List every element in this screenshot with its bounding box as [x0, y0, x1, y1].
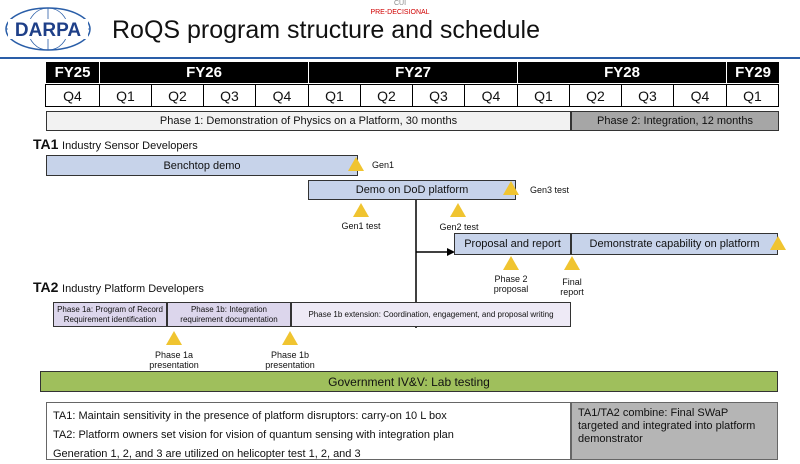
phase2-proposal-label: Phase 2 proposal	[486, 274, 536, 294]
ta2-name: Industry Platform Developers	[62, 283, 204, 295]
page-title: RoQS program structure and schedule	[112, 16, 540, 44]
fy29-cell: FY29	[727, 62, 779, 83]
logo-text: DARPA	[15, 20, 81, 41]
note-ta1: TA1: Maintain sensitivity in the presenc…	[53, 410, 447, 422]
quarter-cell: Q1	[308, 84, 361, 107]
pre-decisional-label: PRE-DECISIONAL	[370, 9, 430, 16]
phase1b-bar: Phase 1b: Integration requirement docume…	[167, 302, 291, 327]
ta2-tag: TA2	[33, 279, 59, 295]
dod-platform-demo-bar: Demo on DoD platform	[308, 180, 516, 200]
phase1b-pres-line2: presentation	[265, 360, 315, 370]
quarter-cell: Q1	[726, 84, 779, 107]
phase1-bar: Phase 1: Demonstration of Physics on a P…	[46, 111, 571, 131]
ta1-tag: TA1	[33, 136, 59, 152]
quarter-cell: Q2	[569, 84, 622, 107]
darpa-logo: DARPA	[4, 6, 92, 52]
note-generations: Generation 1, 2, and 3 are utilized on h…	[53, 448, 361, 460]
title-divider	[0, 57, 800, 59]
gen1-test-milestone-icon	[353, 203, 369, 217]
phase2-proposal-line1: Phase 2	[494, 274, 528, 284]
cui-label: CUI	[393, 0, 407, 7]
phase1b-pres-line1: Phase 1b	[270, 350, 310, 360]
phase1b-presentation-label: Phase 1b presentation	[260, 350, 320, 370]
phase1a-line2: Requirement identification	[63, 314, 157, 324]
gen2-test-milestone-icon	[450, 203, 466, 217]
ta2-heading: TA2 Industry Platform Developers	[33, 279, 204, 295]
ta1-heading: TA1 Industry Sensor Developers	[33, 136, 198, 152]
gen1-test-label: Gen1 test	[341, 221, 381, 231]
note-ta2: TA2: Platform owners set vision for visi…	[53, 429, 454, 441]
phase1a-line1: Phase 1a: Program of Record	[57, 304, 163, 314]
fy28-cell: FY28	[518, 62, 727, 83]
phase2-proposal-milestone-icon	[503, 256, 519, 270]
final-report-line2: report	[560, 287, 584, 297]
combine-box: TA1/TA2 combine: Final SWaP targeted and…	[571, 402, 778, 460]
final-report-label: Final report	[552, 277, 592, 297]
quarter-cell: Q4	[255, 84, 309, 107]
phase1a-presentation-label: Phase 1a presentation	[144, 350, 204, 370]
phase1a-presentation-milestone-icon	[166, 331, 182, 345]
gen1-milestone-icon	[348, 157, 364, 171]
demonstrate-end-milestone-icon	[770, 236, 786, 250]
phase2-proposal-line2: proposal	[493, 284, 529, 294]
gen1-label: Gen1	[372, 160, 395, 170]
quarter-cell: Q1	[517, 84, 570, 107]
gen2-test-label: Gen2 test	[439, 222, 479, 232]
phase1a-pres-line1: Phase 1a	[154, 350, 194, 360]
benchtop-demo-bar: Benchtop demo	[46, 155, 358, 176]
phase1b-line1: Phase 1b: Integration	[190, 304, 268, 314]
quarter-cell: Q2	[151, 84, 204, 107]
notes-box: TA1: Maintain sensitivity in the presenc…	[46, 402, 571, 460]
proposal-report-bar: Proposal and report	[454, 233, 571, 255]
ta1-name: Industry Sensor Developers	[62, 140, 198, 152]
phase2-bar: Phase 2: Integration, 12 months	[571, 111, 779, 131]
quarter-cell: Q4	[464, 84, 518, 107]
phase1b-line2: requirement documentation	[180, 314, 278, 324]
gen3-test-milestone-icon	[503, 181, 519, 195]
phase1a-bar: Phase 1a: Program of Record Requirement …	[53, 302, 167, 327]
quarter-cell: Q3	[203, 84, 256, 107]
quarter-cell: Q1	[99, 84, 152, 107]
phase1b-presentation-milestone-icon	[282, 331, 298, 345]
fy26-cell: FY26	[100, 62, 309, 83]
final-report-milestone-icon	[564, 256, 580, 270]
demonstrate-capability-bar: Demonstrate capability on platform	[571, 233, 778, 255]
fy25-cell: FY25	[46, 62, 100, 83]
government-ivv-bar: Government IV&V: Lab testing	[40, 371, 778, 392]
final-report-line1: Final	[562, 277, 582, 287]
quarter-cell: Q4	[45, 84, 100, 107]
fy27-cell: FY27	[309, 62, 518, 83]
phase1b-extension-bar: Phase 1b extension: Coordination, engage…	[291, 302, 571, 327]
gen3-test-label: Gen3 test	[530, 185, 570, 195]
phase1a-pres-line2: presentation	[149, 360, 199, 370]
